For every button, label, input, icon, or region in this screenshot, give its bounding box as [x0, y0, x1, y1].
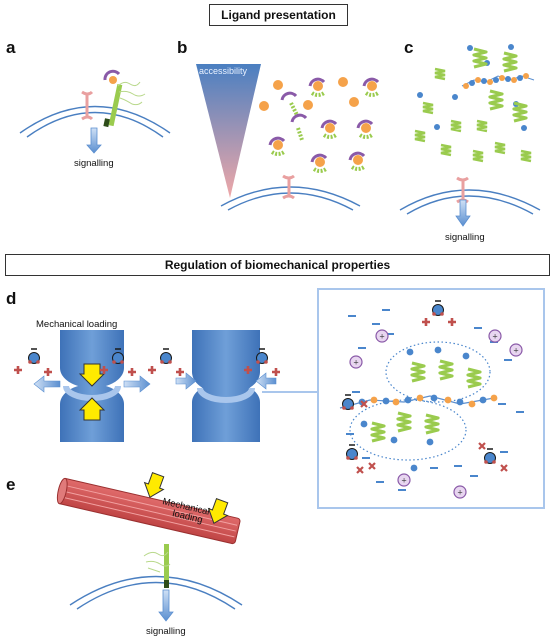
signalling-label-e: signalling — [146, 626, 186, 637]
compression-arrow-down — [78, 363, 106, 387]
loading-arrow-1 — [143, 472, 165, 499]
accessibility-gradient — [196, 64, 261, 198]
panel-c: signalling — [399, 44, 541, 243]
ligand-presentation-header: Ligand presentation — [209, 4, 348, 26]
panel-label-e: e — [6, 475, 15, 494]
panel-b: accessibility — [196, 64, 380, 211]
receptor-icon-b — [282, 174, 295, 200]
membrane-outer — [19, 105, 171, 134]
panel-label-b: b — [177, 38, 187, 57]
signalling-arrow-c — [455, 199, 471, 227]
bone-upper-right — [192, 330, 260, 394]
signalling-arrow-a — [86, 127, 102, 154]
panel-label-a: a — [6, 38, 16, 57]
panel-label-d: d — [6, 289, 16, 308]
zoom-inset — [317, 288, 545, 509]
collagen-fibre — [56, 477, 241, 545]
signalling-label-c: signalling — [445, 232, 485, 243]
signalling-label-a: signalling — [74, 158, 114, 169]
loading-arrow-2 — [207, 498, 229, 525]
signalling-arrow-e — [158, 589, 174, 622]
panel-label-c: c — [404, 38, 413, 57]
ligand-icon — [109, 76, 117, 84]
panel-d: Mechanical loading — [12, 319, 318, 442]
panel-e: Mechanical loading signalling — [56, 472, 243, 637]
proteoglycan-core — [108, 84, 123, 127]
panel-a: signalling — [19, 69, 171, 169]
biomechanical-header: Regulation of biomechanical properties — [5, 254, 550, 276]
mechanical-loading-label-d: Mechanical loading — [36, 319, 117, 330]
membrane-inner — [26, 111, 164, 138]
bone-upper-left — [60, 330, 124, 388]
receptor-icon — [81, 90, 94, 121]
accessibility-label: accessibility — [199, 66, 248, 76]
compression-arrow-up — [78, 397, 106, 421]
